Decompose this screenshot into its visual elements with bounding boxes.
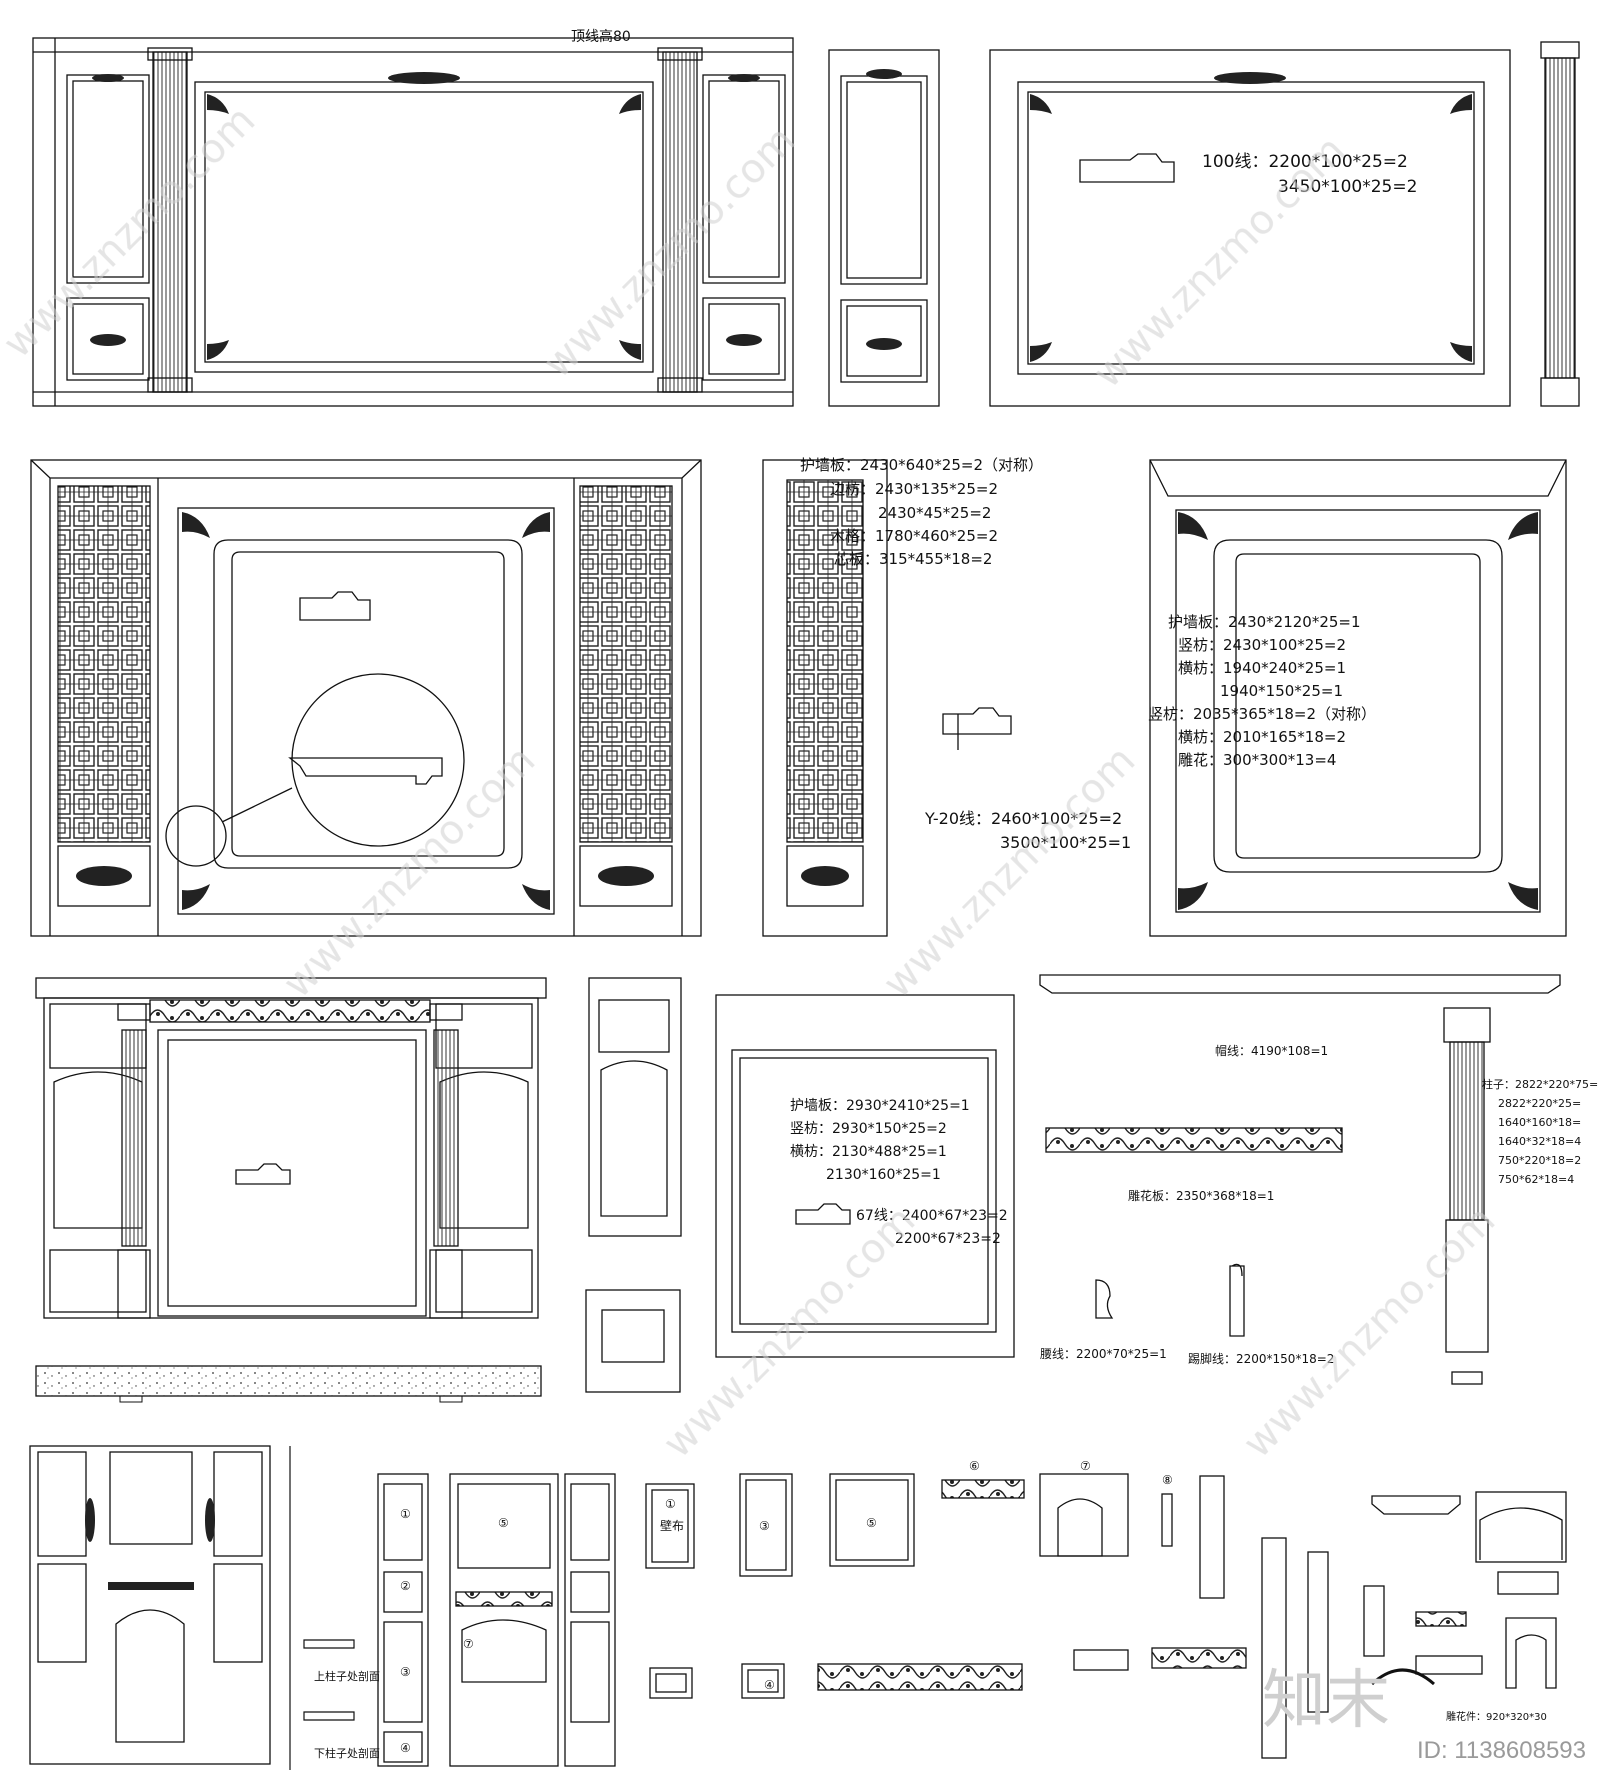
col-label-6: 750*62*18=4 [1498,1173,1574,1186]
s2-label-5: 芯板：315*455*18=2 [834,550,992,568]
r2-label-3: 横枋：1940*240*25=1 [1178,659,1346,677]
s3-label-6: 2200*67*23=2 [895,1231,1001,1247]
col-label-1: 柱子：2822*220*75= [1482,1077,1598,1091]
carve-board-drawing [1045,1127,1343,1153]
waist-line-label: 腰线：2200*70*25=1 [1040,1347,1167,1361]
misc-small-details [1261,1491,1567,1759]
watermark-text-4: www.znzmo.com [275,737,545,1007]
col-label-3: 1640*160*18= [1498,1116,1581,1129]
num-4: ④ [400,1741,411,1755]
carve-board-label: 雕花板：2350*368*18=1 [1128,1188,1274,1203]
elevation-4-fireplace-wall [29,1445,271,1765]
col-label-2: 2822*220*25= [1498,1097,1581,1110]
num-1: ① [400,1507,411,1521]
elevation-1b-narrow-panel [828,49,940,407]
s3-label-5: 67线：2400*67*23=2 [856,1208,1008,1224]
num-7: ⑦ [463,1637,474,1651]
s3-label-2: 竖枋：2930*150*25=2 [790,1121,947,1137]
ornament-2b [801,866,849,886]
numbered-panels-b [649,1473,1247,1699]
r2-label-7: 雕花：300*300*13=4 [1178,751,1336,769]
kick-line-profile [1229,1263,1245,1337]
lower-col-label: 下柱子处剖面 [314,1746,380,1760]
wallcloth-label: 壁布 [660,1518,684,1533]
elevation-2-lattice-wall [30,459,702,937]
num-6: ⑥ [969,1459,980,1473]
numbered-panels-a [377,1473,695,1767]
single-pilaster-1 [1540,41,1580,407]
r2-label-1: 护墙板：2430*2120*25=1 [1168,613,1361,631]
num-8: ⑧ [1162,1473,1173,1487]
elevation-3c-frame-panel [715,994,1015,1358]
column-detail [1443,1007,1491,1385]
ornament-group-2 [76,512,654,910]
num-1b: ① [665,1497,676,1511]
stone-mantel-strip [35,1365,542,1403]
r2-label-2: 竖枋：2430*100*25=2 [1178,636,1346,654]
cap-line-detail [1039,974,1561,994]
waist-line-profile [1095,1279,1114,1319]
num-3b: ③ [759,1519,770,1533]
elevation-2b-lattice-side [762,459,1012,937]
ornament-group-2c [1178,512,1538,910]
ornament-group-1c [1030,72,1472,362]
ornament-group-4 [85,1498,215,1590]
upper-col-label: 上柱子处剖面 [314,1669,380,1683]
s2-label-1: 护墙板：2430*640*25=2（对称） [800,456,1043,474]
y20-label-b: 3500*100*25=1 [1000,833,1131,852]
ornament-group-1 [90,72,762,360]
num-5: ⑤ [498,1516,509,1530]
watermark-text-1: www.znzmo.com [0,97,264,367]
s3-label-3: 横枋：2130*488*25=1 [790,1144,947,1160]
num-5b: ⑤ [866,1516,877,1530]
num-2: ② [400,1579,411,1593]
r2-label-4: 1940*150*25=1 [1220,682,1343,700]
s2-label-3: 2430*45*25=2 [878,504,991,522]
column-sections [303,1639,355,1721]
brand-logo: 知末 [1262,1664,1390,1738]
elevation-3b-side-panel [585,977,682,1393]
ornament-group-1b [866,69,902,350]
num-7b: ⑦ [1080,1459,1091,1473]
col-label-5: 750*220*18=2 [1498,1154,1581,1167]
top-line-label: 顶线高80 [571,28,631,45]
s2-label-2: 边枋：2430*135*25=2 [830,480,998,498]
image-id-label: ID: 1138608593 [1416,1737,1586,1764]
elevation-2c-frame-panel [1149,459,1567,937]
num-4b: ④ [764,1678,775,1692]
watermark-text-7: www.znzmo.com [1235,1197,1505,1467]
y20-label-a: Y-20线：2460*100*25=2 [924,809,1122,828]
watermark-layer: www.znzmo.com www.znzmo.com www.znzmo.co… [0,97,1504,1467]
line100-a: 100线：2200*100*25=2 [1202,152,1408,172]
s3-label-4: 2130*160*25=1 [826,1167,941,1183]
line100-b: 3450*100*25=2 [1278,177,1417,197]
num-3: ③ [400,1665,411,1679]
elevation-3-pilaster-wall [35,977,547,1319]
r2-label-6: 横枋：2010*165*18=2 [1178,728,1346,746]
s2-label-4: 木格：1780*460*25=2 [830,527,998,545]
carve-small-label: 雕花件：920*320*30 [1446,1710,1547,1723]
cap-line-label: 帽线：4190*108=1 [1215,1043,1328,1058]
s3-label-1: 护墙板：2930*2410*25=1 [790,1098,970,1114]
kick-line-label: 踢脚线：2200*150*18=2 [1188,1351,1334,1366]
watermark-text-5: www.znzmo.com [875,737,1145,1007]
r2-label-5: 竖枋：2035*365*18=2（对称） [1148,705,1376,723]
col-label-4: 1640*32*18=4 [1498,1135,1581,1148]
